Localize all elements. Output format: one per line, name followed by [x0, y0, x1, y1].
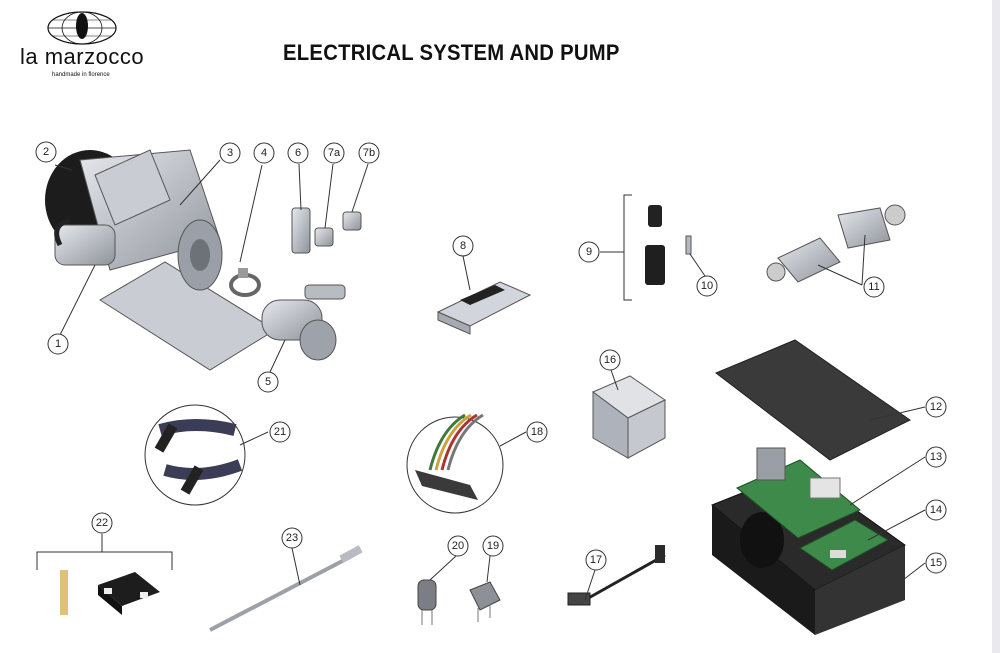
callout-13-label: 13	[930, 451, 942, 463]
callout-7a[interactable]: 7a	[323, 142, 345, 164]
callout-17[interactable]: 17	[585, 549, 607, 571]
page-title: ELECTRICAL SYSTEM AND PUMP	[283, 40, 620, 65]
callout-4[interactable]: 4	[253, 142, 275, 164]
callout-1-label: 1	[55, 338, 61, 350]
callout-18-label: 18	[531, 426, 543, 438]
callout-1[interactable]: 1	[47, 333, 69, 355]
callout-11-label: 11	[868, 281, 879, 293]
ssr-kit	[36, 551, 173, 615]
ribbon-cable-inset	[144, 404, 246, 506]
callout-8-label: 8	[460, 240, 466, 252]
callout-15-label: 15	[930, 557, 942, 569]
callout-15[interactable]: 15	[925, 552, 947, 574]
callout-13[interactable]: 13	[925, 446, 947, 468]
callout-9[interactable]: 9	[578, 241, 600, 263]
insulation-sheet	[715, 339, 911, 461]
callout-14-label: 14	[930, 504, 942, 516]
brand-logo	[14, 8, 154, 88]
hose-clamp	[229, 268, 261, 297]
power-board	[736, 447, 861, 539]
callout-3-label: 3	[227, 147, 233, 159]
callout-19[interactable]: 19	[482, 535, 504, 557]
callout-19-label: 19	[487, 540, 499, 552]
callout-5[interactable]: 5	[257, 371, 279, 393]
relay-cover	[592, 375, 666, 459]
callout-21[interactable]: 21	[269, 421, 291, 443]
brand-name: la marzocco	[20, 44, 145, 69]
scrollbar-track[interactable]	[992, 0, 1000, 653]
callout-22-label: 22	[96, 517, 108, 529]
power-connectors	[766, 204, 906, 283]
callout-20[interactable]: 20	[447, 535, 469, 557]
globe-logo-icon	[47, 11, 117, 45]
probe-cable-inset	[406, 413, 504, 514]
callout-8[interactable]: 8	[452, 235, 474, 257]
leader-lines	[54, 159, 926, 601]
callout-22[interactable]: 22	[91, 512, 113, 534]
temperature-probe	[209, 545, 363, 632]
callout-17-label: 17	[590, 554, 602, 566]
callout-7a-label: 7a	[328, 147, 341, 159]
fittings	[291, 207, 362, 254]
callout-16-label: 16	[604, 354, 616, 366]
callout-6[interactable]: 6	[287, 142, 309, 164]
capacitor-module	[436, 281, 532, 335]
callout-3[interactable]: 3	[219, 142, 241, 164]
relay-19	[469, 581, 501, 622]
callout-16[interactable]: 16	[599, 349, 621, 371]
callout-7b[interactable]: 7b	[358, 142, 380, 164]
callout-21-label: 21	[274, 426, 286, 438]
callout-4-label: 4	[261, 147, 267, 159]
callout-2[interactable]: 2	[35, 141, 57, 163]
rotary-pump	[261, 284, 346, 361]
callout-10-label: 10	[701, 280, 713, 292]
level-sensor	[567, 545, 666, 606]
control-board	[799, 519, 890, 571]
callout-11[interactable]: 11	[863, 276, 885, 298]
callout-23-label: 23	[286, 532, 298, 544]
fuse-holder	[623, 194, 665, 301]
callout-20-label: 20	[452, 540, 464, 552]
callout-14[interactable]: 14	[925, 499, 947, 521]
callout-23[interactable]: 23	[281, 527, 303, 549]
callout-18[interactable]: 18	[526, 421, 548, 443]
callout-9-label: 9	[586, 246, 592, 258]
callout-5-label: 5	[265, 376, 271, 388]
brand-tagline: handmade in florence	[52, 72, 110, 78]
callout-7b-label: 7b	[363, 147, 375, 159]
callout-6-label: 6	[295, 147, 301, 159]
callout-12[interactable]: 12	[925, 396, 947, 418]
callout-12-label: 12	[930, 401, 942, 413]
callout-2-label: 2	[43, 146, 49, 158]
callout-10[interactable]: 10	[696, 275, 718, 297]
capacitor-20	[417, 579, 437, 625]
fuse	[685, 235, 692, 255]
motor-assembly	[45, 149, 276, 371]
